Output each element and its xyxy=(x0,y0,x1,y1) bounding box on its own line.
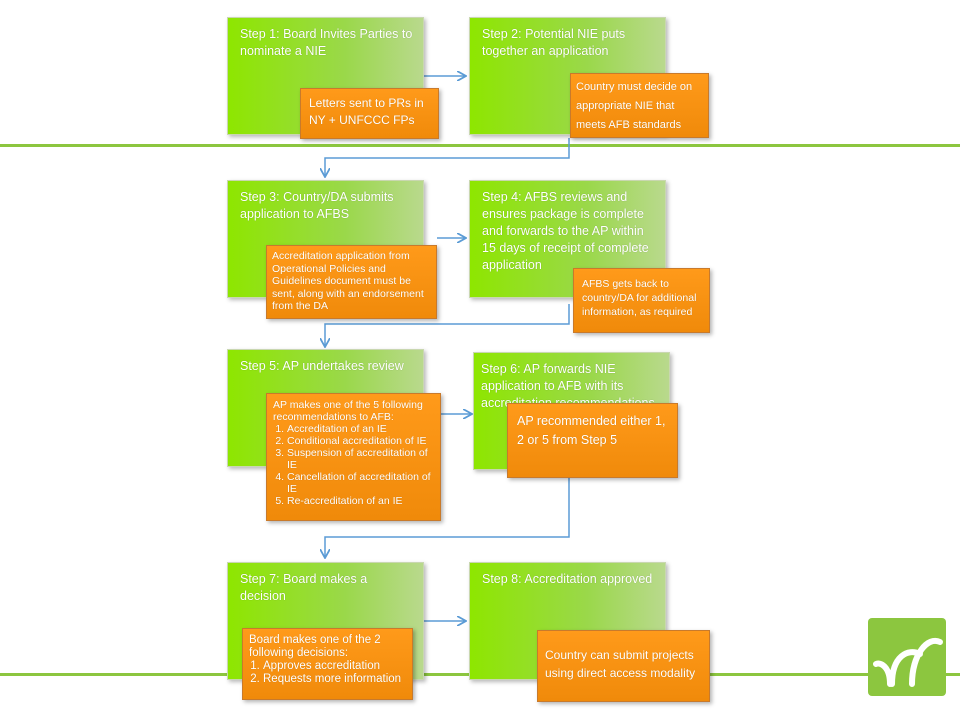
note-application-requirements: Accreditation application from Operation… xyxy=(266,245,437,319)
step-1-text: Step 1: Board Invites Parties to nominat… xyxy=(240,27,413,58)
recommendation-item: Re-accreditation of an IE xyxy=(287,495,434,507)
step-7-text: Step 7: Board makes a decision xyxy=(240,572,368,603)
note-board-decisions: Board makes one of the 2 following decis… xyxy=(242,628,413,700)
arrow-step2-to-step3 xyxy=(325,138,570,176)
recommendation-item: Conditional accreditation of IE xyxy=(287,435,434,447)
decision-item: Requests more information xyxy=(263,673,406,686)
note-ap-recommendations: AP makes one of the 5 following recommen… xyxy=(266,393,441,521)
recommendation-item: Cancellation of accreditation of IE xyxy=(287,471,434,495)
recommendation-item: Accreditation of an IE xyxy=(287,423,434,435)
step-3-text: Step 3: Country/DA submits application t… xyxy=(240,190,394,221)
note-ap-recommended: AP recommended either 1, 2 or 5 from Ste… xyxy=(507,403,678,478)
note-letters-sent: Letters sent to PRs in NY + UNFCCC FPs xyxy=(300,88,439,139)
arrow-step6-to-step7 xyxy=(325,478,570,557)
decision-item: Approves accreditation xyxy=(263,660,406,673)
adaptation-fund-logo-icon xyxy=(868,618,946,696)
step-2-text: Step 2: Potential NIE puts together an a… xyxy=(482,27,626,58)
step-4-text: Step 4: AFBS reviews and ensures package… xyxy=(482,190,649,272)
step-1-box: Step 1: Board Invites Parties to nominat… xyxy=(227,17,424,135)
note-country-decide: Country must decide on appropriate NIE t… xyxy=(570,73,709,138)
arrow-step4-to-step5 xyxy=(325,304,570,346)
step-8-text: Step 8: Accreditation approved xyxy=(482,572,653,586)
note-afbs-gets-back: AFBS gets back to country/DA for additio… xyxy=(573,268,710,333)
note-country-submit: Country can submit projects using direct… xyxy=(537,630,710,702)
step-5-text: Step 5: AP undertakes review xyxy=(240,359,404,373)
recommendation-item: Suspension of accreditation of IE xyxy=(287,447,434,471)
divider-line-top xyxy=(0,144,960,147)
